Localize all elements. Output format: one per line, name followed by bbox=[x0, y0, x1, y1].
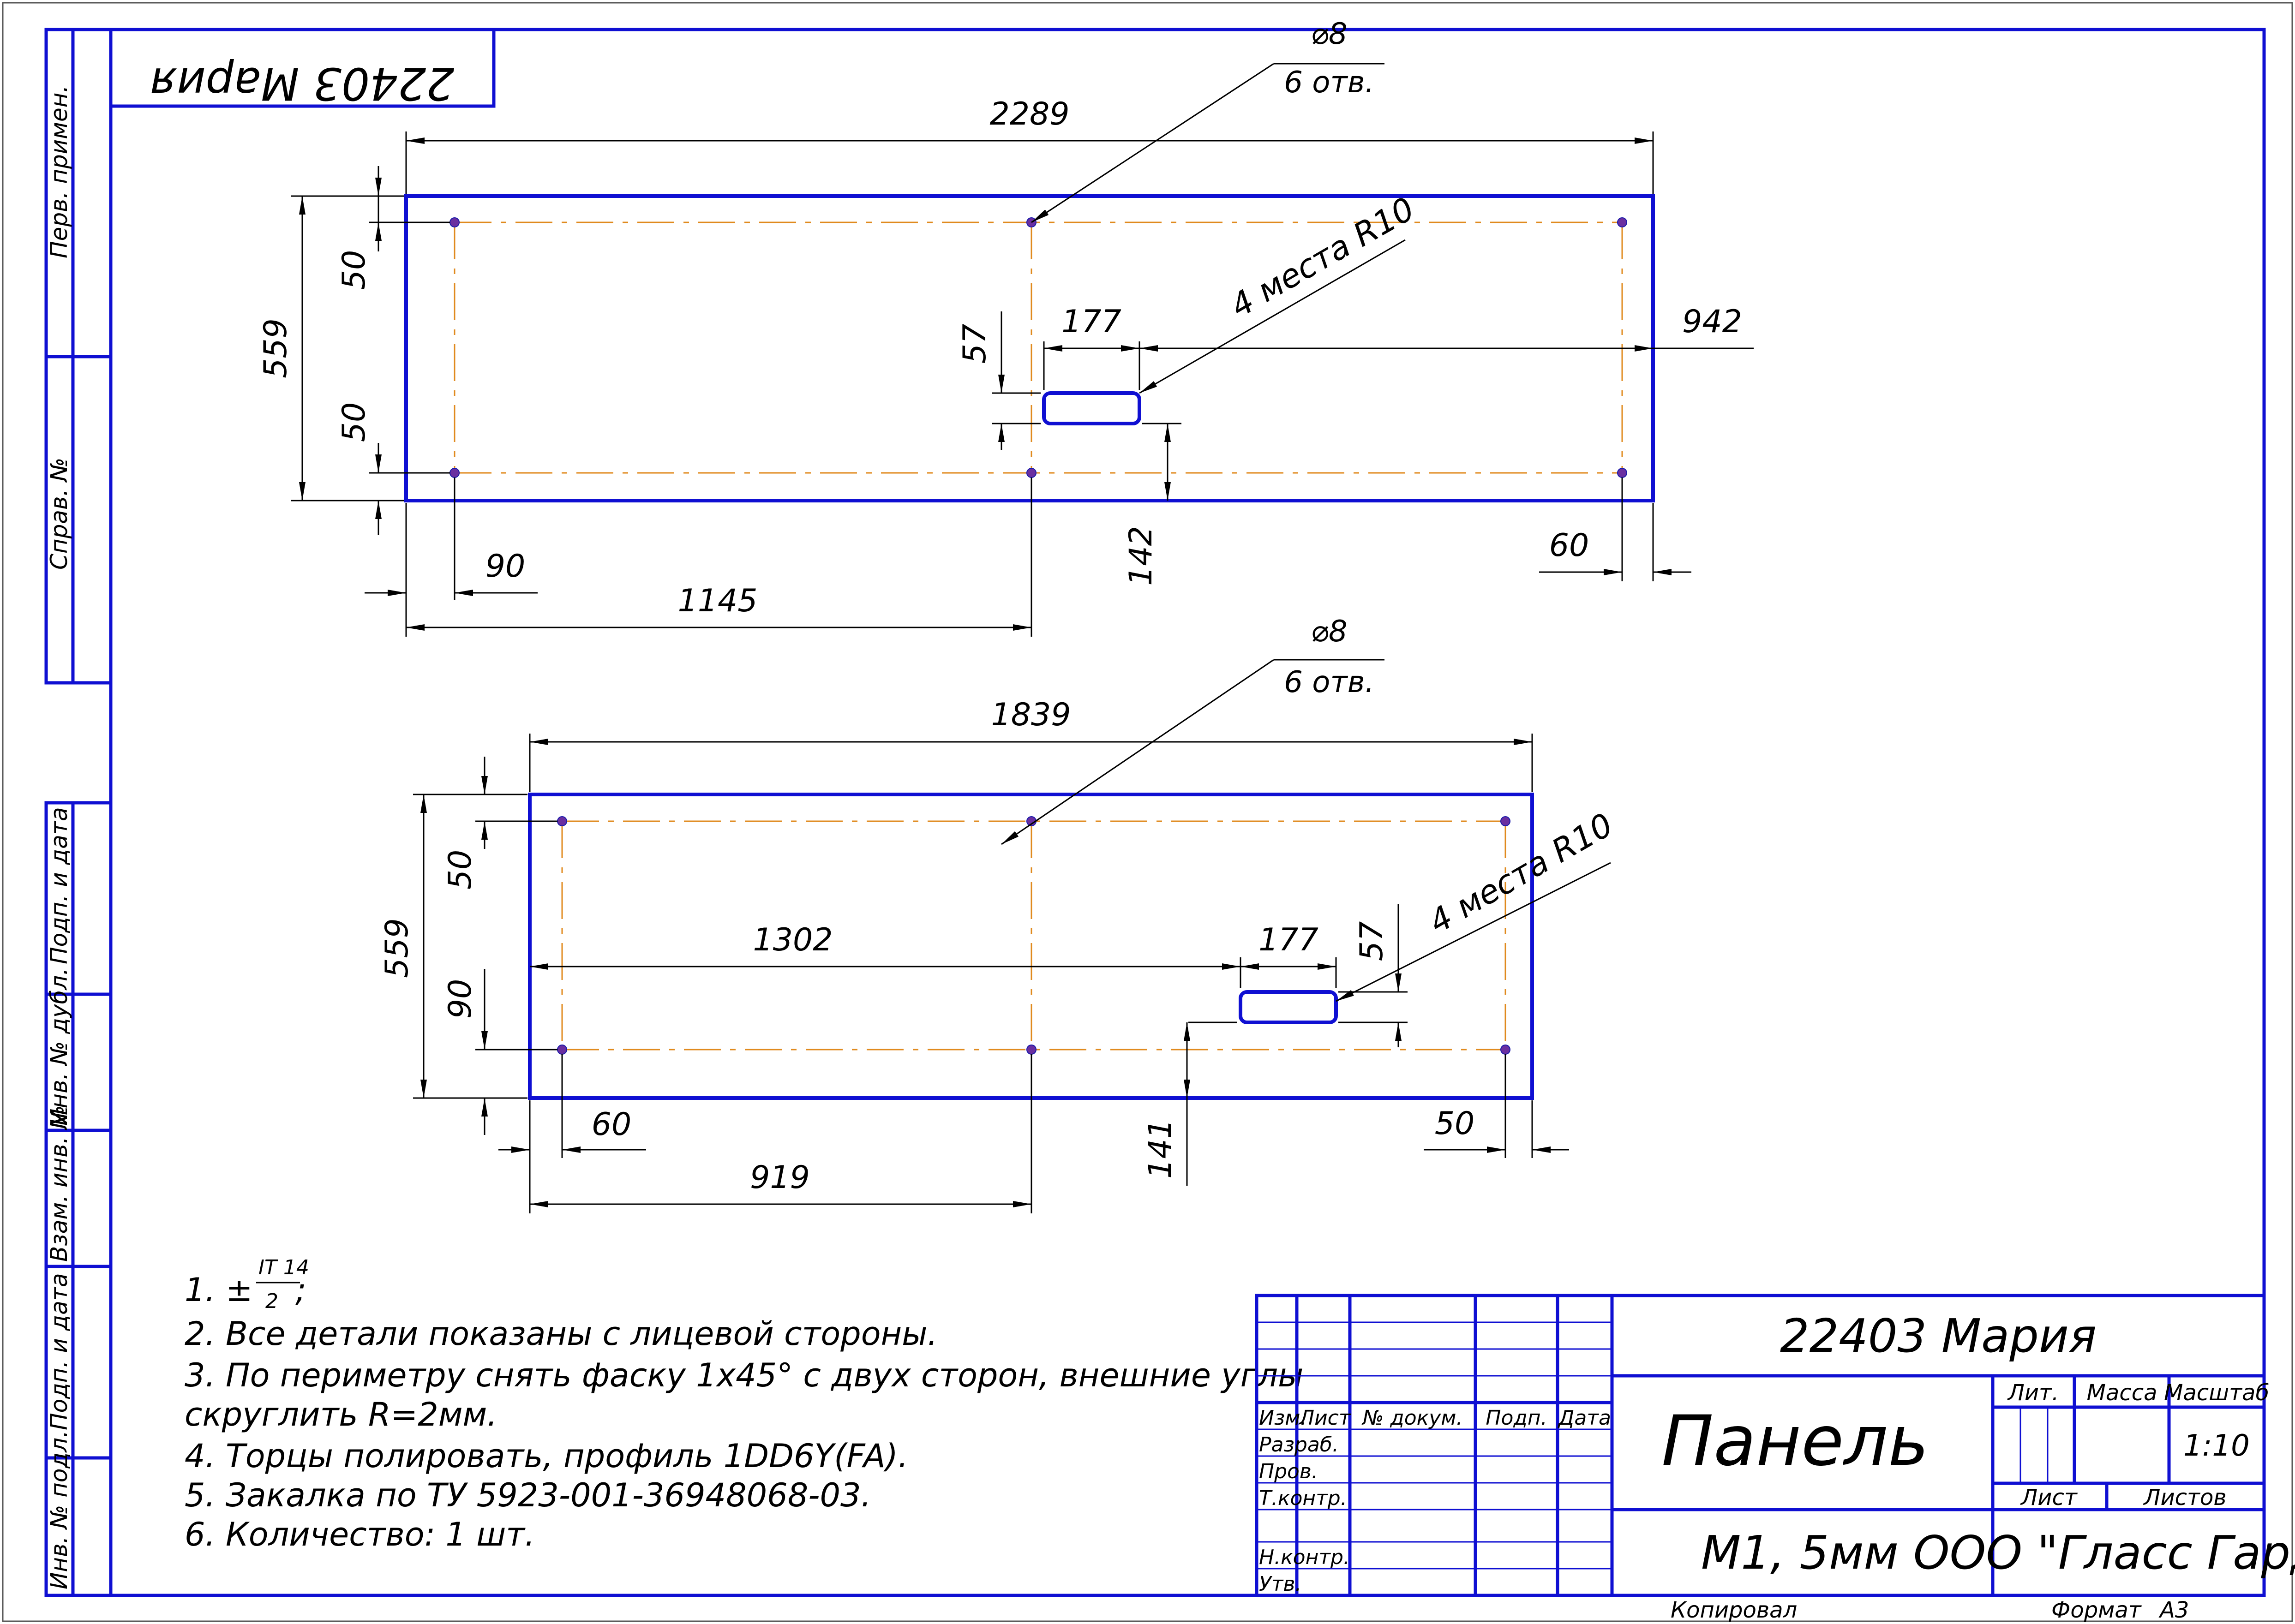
label-list: Лист bbox=[2020, 1485, 2078, 1511]
dim-1-slot-len: 177 bbox=[1061, 304, 1121, 340]
dim-2-left-hole: 60 bbox=[592, 1106, 632, 1143]
panel-2-hole bbox=[1026, 1045, 1037, 1055]
col-data: Дата bbox=[1558, 1406, 1611, 1430]
panel-1-hole bbox=[1617, 217, 1627, 227]
panel-1-hole bbox=[1617, 468, 1627, 478]
dim-2-height: 559 bbox=[379, 918, 415, 978]
dim-2-width: 1839 bbox=[991, 697, 1071, 733]
panel-1-slot bbox=[1042, 391, 1141, 425]
dim-1-slot-h: 57 bbox=[957, 324, 993, 364]
panel-view-1: 2289 559 50 50 90 1145 60 bbox=[258, 17, 1754, 637]
margin-label-podp-data-bottom: Подп. и дата bbox=[46, 1273, 72, 1430]
note-5: 5. Закалка по ТУ 5923-001-36948068-03. bbox=[185, 1476, 871, 1514]
callout-1-radius: 4 места R10 bbox=[1224, 190, 1421, 325]
margin-label-inv-podl: Инв. № подл. bbox=[46, 1430, 72, 1589]
margin-label-perv-primen: Перв. примен. bbox=[46, 85, 72, 258]
row-utv: Утв. bbox=[1259, 1572, 1301, 1596]
panel-2-hole bbox=[557, 1045, 567, 1055]
row-prov: Пров. bbox=[1259, 1460, 1318, 1483]
dim-1-center: 1145 bbox=[677, 583, 757, 619]
row-razrab: Разраб. bbox=[1259, 1433, 1339, 1457]
panel-1-hole bbox=[449, 217, 460, 227]
panel-2-hole bbox=[1500, 1045, 1510, 1055]
dim-1-height: 559 bbox=[258, 318, 294, 378]
note-1-numerator: IT 14 bbox=[258, 1256, 309, 1279]
dim-2-slot-bottom: 141 bbox=[1142, 1119, 1179, 1179]
panel-2-slot bbox=[1239, 990, 1338, 1024]
panel-1-hole bbox=[449, 468, 460, 478]
note-1-denominator: 2 bbox=[265, 1290, 278, 1313]
dim-1-edge-bottom: 50 bbox=[336, 402, 372, 442]
note-3-line-1: 3. По периметру снять фаску 1х45° с двух… bbox=[185, 1356, 1303, 1394]
label-masshtab: Масштаб bbox=[2164, 1380, 2269, 1406]
corner-stamp-text: 22403 Мария bbox=[150, 58, 455, 109]
panel-view-2: 1839 559 50 90 60 919 50 bbox=[379, 615, 1619, 1213]
callout-2-diameter: ⌀8 bbox=[1311, 615, 1347, 649]
note-4: 4. Торцы полировать, профиль 1DD6Y(FA). bbox=[185, 1437, 908, 1475]
dim-2-right-hole: 50 bbox=[1435, 1105, 1475, 1142]
margin-label-sprav-no: Справ. № bbox=[46, 458, 72, 570]
dim-1-slot-right: 942 bbox=[1682, 304, 1742, 340]
row-tkontr: Т.контр. bbox=[1259, 1487, 1347, 1510]
dim-1-right-hole: 60 bbox=[1549, 527, 1589, 564]
panel-2-hole bbox=[557, 816, 567, 826]
margin-label-inv-dubl: Инв. № дубл. bbox=[46, 968, 72, 1126]
col-list: Лист bbox=[1298, 1406, 1351, 1430]
dim-1-edge-top: 50 bbox=[336, 250, 372, 290]
title-designation: 22403 Мария bbox=[1780, 1309, 2097, 1363]
scale-value: 1:10 bbox=[2183, 1429, 2250, 1463]
dim-2-edge-mid: 90 bbox=[442, 979, 479, 1019]
row-nkontr: Н.контр. bbox=[1259, 1546, 1350, 1569]
callout-1-count: 6 отв. bbox=[1284, 66, 1374, 100]
dim-1-slot-bottom: 142 bbox=[1123, 526, 1159, 586]
note-3-line-2: скруглить R=2мм. bbox=[185, 1396, 497, 1433]
label-lit: Лит. bbox=[2007, 1380, 2059, 1406]
label-massa: Масса bbox=[2086, 1380, 2157, 1406]
title-company: ООО "Гласс Гард" bbox=[1913, 1526, 2295, 1580]
footer-format-value: А3 bbox=[2158, 1597, 2189, 1623]
col-podp: Подп. bbox=[1486, 1406, 1547, 1430]
dim-1-left-hole: 90 bbox=[485, 548, 526, 585]
col-izm: Изм. bbox=[1259, 1406, 1307, 1430]
dim-1-width: 2289 bbox=[989, 96, 1069, 132]
dim-2-center: 919 bbox=[750, 1159, 810, 1196]
dim-2-edge-top: 50 bbox=[442, 850, 479, 890]
dim-2-slot-h: 57 bbox=[1354, 921, 1390, 961]
callout-2-count: 6 отв. bbox=[1284, 665, 1374, 699]
title-block: 22403 Мария Панель М1, 5мм ООО "Гласс Га… bbox=[1255, 1294, 2295, 1597]
technical-notes: 1. ± IT 14 2 ; 2. Все детали показаны с … bbox=[185, 1256, 1303, 1553]
title-part-name: Панель bbox=[1661, 1401, 1929, 1481]
footer-format: Формат bbox=[2051, 1597, 2142, 1623]
panel-1-hole bbox=[1026, 468, 1037, 478]
dim-2-slot-left: 1302 bbox=[753, 922, 833, 958]
note-6: 6. Количество: 1 шт. bbox=[185, 1516, 535, 1553]
note-1-suffix: ; bbox=[295, 1271, 306, 1309]
note-1-prefix: 1. ± bbox=[185, 1271, 253, 1309]
label-listov: Листов bbox=[2143, 1485, 2226, 1511]
note-2: 2. Все детали показаны с лицевой стороны… bbox=[185, 1315, 938, 1353]
margin-label-vzam-inv: Взам. инв. № bbox=[46, 1105, 72, 1262]
col-doc-no: № докум. bbox=[1361, 1406, 1463, 1430]
footer-kopiroval: Копировал bbox=[1671, 1597, 1797, 1623]
drawing-frame bbox=[44, 28, 2266, 1597]
margin-label-podp-data-top: Подп. и дата bbox=[46, 807, 72, 964]
title-material: М1, 5мм bbox=[1701, 1526, 1899, 1580]
dim-2-slot-len: 177 bbox=[1258, 922, 1318, 958]
panel-2-hole bbox=[1500, 816, 1510, 826]
callout-1-diameter: ⌀8 bbox=[1311, 17, 1347, 51]
